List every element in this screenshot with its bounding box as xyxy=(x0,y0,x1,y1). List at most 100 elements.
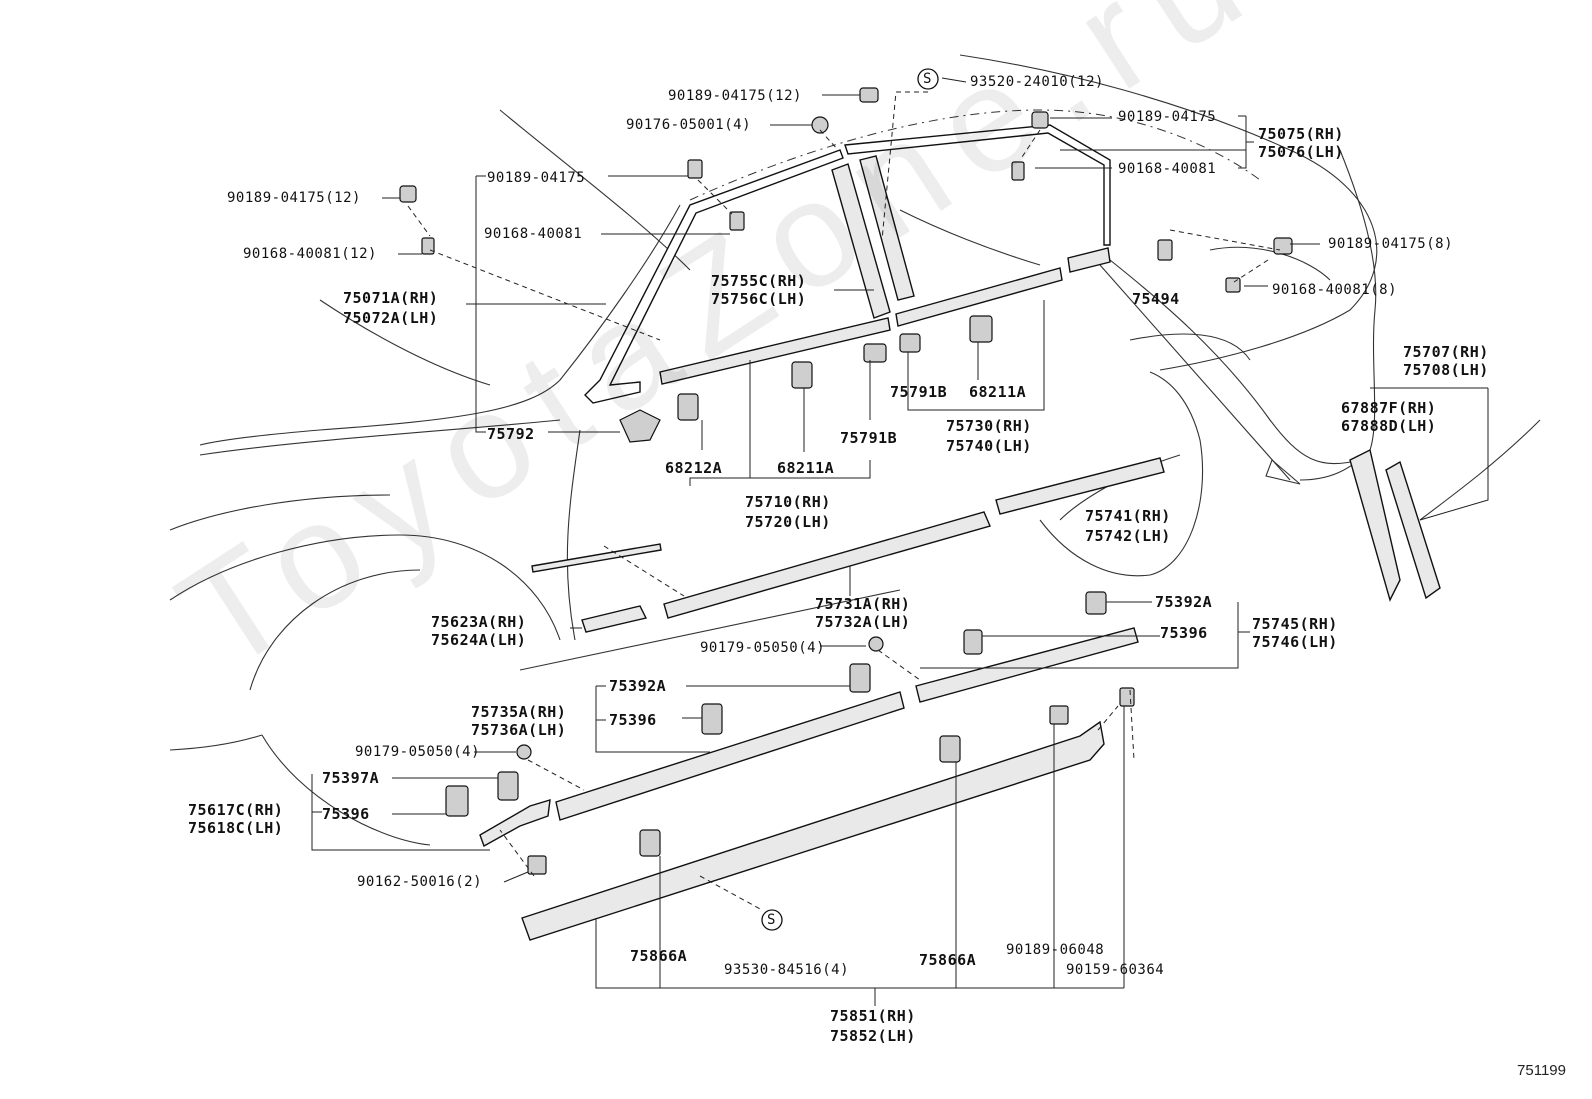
front-fender-strip xyxy=(531,543,662,573)
callout-75745-rh: 75745(RH) xyxy=(1252,615,1338,633)
callout-93520-24010: 93520-24010(12) xyxy=(970,74,1104,90)
callout-75396-rear: 75396 xyxy=(1160,624,1208,642)
callout-90168-40081-roof: 90168-40081 xyxy=(1118,161,1217,177)
callout-75624a-lh: 75624A(LH) xyxy=(431,631,527,649)
clip-90189-06048 xyxy=(1049,705,1069,725)
clip-68212A xyxy=(677,393,699,421)
s-symbol-bottom: S xyxy=(767,912,776,928)
callout-75735a-rh: 75735A(RH) xyxy=(471,703,567,721)
callout-75618c-lh: 75618C(LH) xyxy=(188,819,284,837)
callout-75708-lh: 75708(LH) xyxy=(1403,361,1489,379)
clip-75392A-rear xyxy=(1085,591,1107,615)
callout-75075-rh: 75075(RH) xyxy=(1258,125,1344,143)
screw-90168-front xyxy=(729,211,745,231)
parts xyxy=(479,124,1441,941)
quarter-window-moulding-rear xyxy=(1385,460,1441,600)
callout-90179-05050-lower: 90179-05050(4) xyxy=(355,744,481,760)
callout-75396-fender: 75396 xyxy=(322,805,370,823)
callout-90159-60364: 90159-60364 xyxy=(1066,962,1165,978)
rear-door-belt-moulding xyxy=(895,267,1063,327)
clip-90189-front xyxy=(687,159,703,179)
clip-75396-fender xyxy=(445,785,469,817)
callout-75623a-rh: 75623A(RH) xyxy=(431,613,527,631)
rocker-panel-moulding xyxy=(521,720,1105,941)
callout-75736a-lh: 75736A(LH) xyxy=(471,721,567,739)
clip-68211A-rear xyxy=(969,315,993,343)
callout-75756c-lh: 75756C(LH) xyxy=(711,290,807,308)
nut-90179-lower xyxy=(516,744,532,760)
callout-75852-lh: 75852(LH) xyxy=(830,1027,916,1045)
callout-75396-front: 75396 xyxy=(609,711,657,729)
supply-symbols xyxy=(761,68,939,931)
front-door-lower-moulding xyxy=(555,691,905,821)
diagram-reference-code: 751199 xyxy=(1517,1062,1566,1079)
callout-90168-40081-8: 90168-40081(8) xyxy=(1272,282,1398,298)
callout-90176-05001: 90176-05001(4) xyxy=(626,117,752,133)
center-pillar-moulding-front xyxy=(831,163,891,319)
s-symbol-circle-bottom xyxy=(761,909,783,931)
callout-75076-lh: 75076(LH) xyxy=(1258,143,1344,161)
clip-75791B-upper xyxy=(899,333,921,353)
s-symbol-top: S xyxy=(923,71,932,87)
clip-75791B xyxy=(863,343,887,363)
clip-90189-left xyxy=(399,185,417,203)
clip-90189-rear xyxy=(1273,237,1293,255)
callout-75732a-lh: 75732A(LH) xyxy=(815,613,911,631)
callout-90179-05050-upper: 90179-05050(4) xyxy=(700,640,826,656)
callout-90189-06048: 90189-06048 xyxy=(1006,942,1105,958)
callout-90168-40081-front: 90168-40081 xyxy=(484,226,583,242)
callout-90162-50016: 90162-50016(2) xyxy=(357,874,483,890)
front-door-belt-moulding xyxy=(659,317,891,385)
callout-75397a: 75397A xyxy=(322,769,380,787)
callout-68211a-rear: 68211A xyxy=(969,383,1027,401)
callout-90189-04175-12-left: 90189-04175(12) xyxy=(227,190,361,206)
center-pillar-moulding-rear xyxy=(859,155,915,301)
callout-90168-40081-12: 90168-40081(12) xyxy=(243,246,377,262)
callout-75740-lh: 75740(LH) xyxy=(946,437,1032,455)
callout-75494: 75494 xyxy=(1132,290,1180,308)
callout-75746-lh: 75746(LH) xyxy=(1252,633,1338,651)
front-fender-moulding xyxy=(581,605,648,633)
callout-75710-rh: 75710(RH) xyxy=(745,493,831,511)
callout-75720-lh: 75720(LH) xyxy=(745,513,831,531)
front-fender-lower-moulding xyxy=(479,799,551,848)
screw-90168-left xyxy=(421,237,435,255)
callout-75755c-rh: 75755C(RH) xyxy=(711,272,807,290)
screw-90168 xyxy=(1011,161,1025,181)
quarter-belt-moulding xyxy=(1067,247,1111,273)
callout-90189-04175-roof: 90189-04175 xyxy=(1118,109,1217,125)
clip-75866A-rear xyxy=(939,735,961,763)
callout-75730-rh: 75730(RH) xyxy=(946,417,1032,435)
callout-67888d-lh: 67888D(LH) xyxy=(1341,417,1437,435)
callout-90189-04175-8: 90189-04175(8) xyxy=(1328,236,1454,252)
callout-75731a-rh: 75731A(RH) xyxy=(815,595,911,613)
dashed-leaders xyxy=(407,91,1281,911)
clip-75396-front xyxy=(701,703,723,735)
rear-door-side-moulding xyxy=(995,457,1165,515)
clip-75494 xyxy=(1157,239,1173,261)
clip-75392A-front xyxy=(849,663,871,693)
callout-75392a-rear: 75392A xyxy=(1155,593,1213,611)
clip-68211A-front xyxy=(791,361,813,389)
callout-67887f-rh: 67887F(RH) xyxy=(1341,399,1437,417)
clip-90189 xyxy=(859,87,879,103)
s-symbol-circle-top xyxy=(917,68,939,90)
clip-75866A-front xyxy=(639,829,661,857)
callout-68211a-front: 68211A xyxy=(777,459,835,477)
callout-75072a-lh: 75072A(LH) xyxy=(343,309,439,327)
callout-75791b-lower: 75791B xyxy=(840,429,898,447)
clip-90189-upper xyxy=(1031,111,1049,129)
nut-90179-upper xyxy=(868,636,884,652)
leader-lines xyxy=(311,77,1489,1006)
car-body-outline xyxy=(169,54,1541,846)
front-door-side-moulding xyxy=(663,511,991,619)
screw-90162 xyxy=(527,855,547,875)
callout-75866a-rear: 75866A xyxy=(919,951,977,969)
callout-75866a-front: 75866A xyxy=(630,947,688,965)
callout-68212a: 68212A xyxy=(665,459,723,477)
clip-75397A xyxy=(497,771,519,801)
callout-75617c-rh: 75617C(RH) xyxy=(188,801,284,819)
callout-75791b-upper: 75791B xyxy=(890,383,948,401)
callout-75707-rh: 75707(RH) xyxy=(1403,343,1489,361)
